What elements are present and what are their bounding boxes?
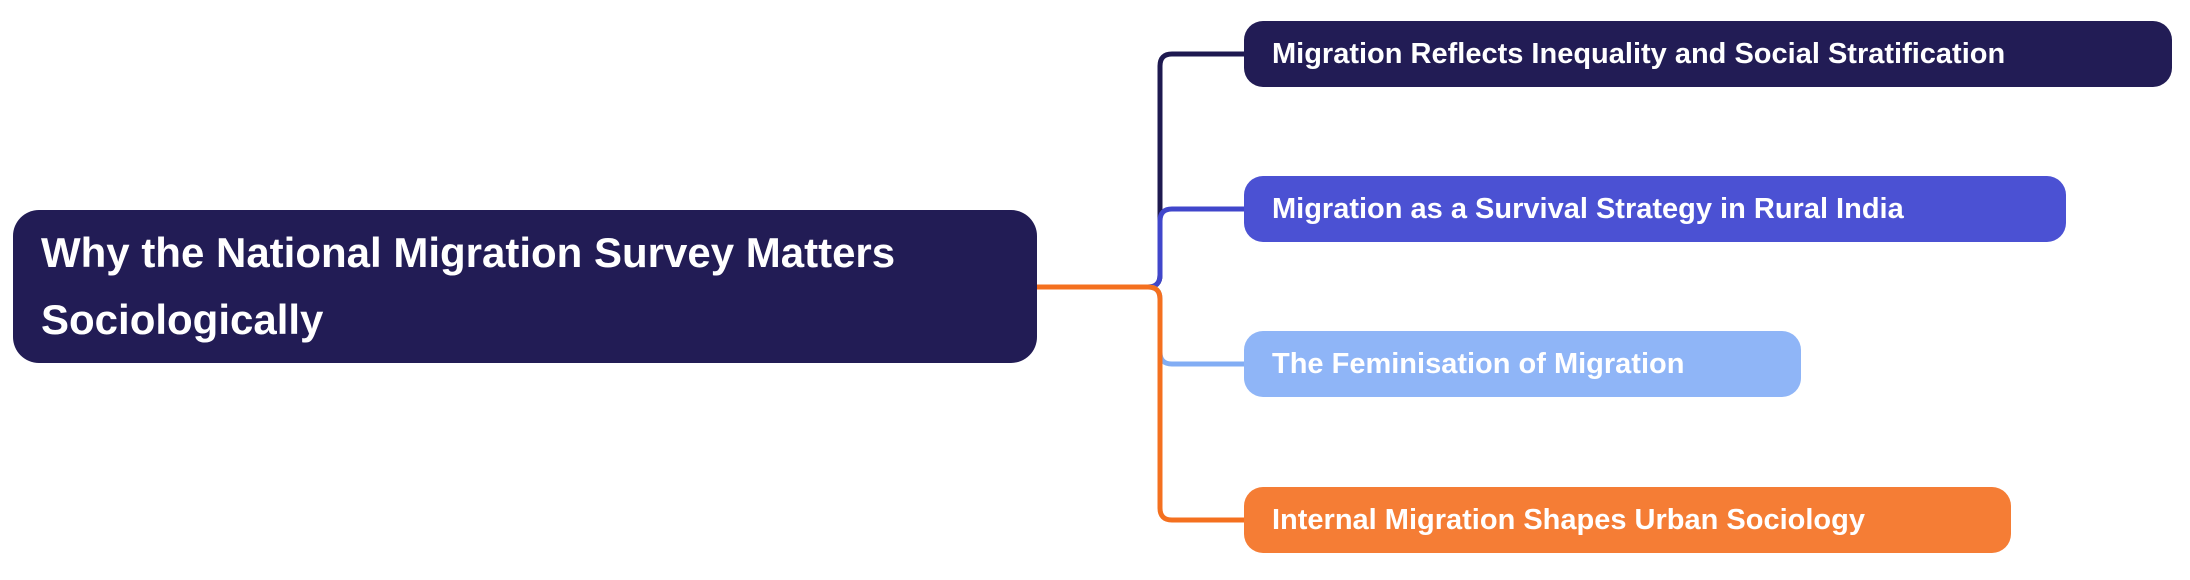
- child-node-label: Migration Reflects Inequality and Social…: [1272, 37, 2006, 70]
- connector-child-3: [1037, 284, 1244, 367]
- connector-child-1: [1037, 51, 1244, 290]
- child-node-feminisation[interactable]: The Feminisation of Migration: [1244, 331, 1801, 397]
- child-node-survival-strategy[interactable]: Migration as a Survival Strategy in Rura…: [1244, 176, 2066, 242]
- child-node-label: Migration as a Survival Strategy in Rura…: [1272, 192, 1904, 225]
- child-node-label: Internal Migration Shapes Urban Sociolog…: [1272, 503, 1865, 536]
- root-node[interactable]: Why the National Migration Survey Matter…: [13, 210, 1037, 363]
- root-node-label: Why the National Migration Survey Matter…: [41, 229, 896, 343]
- child-node-label: The Feminisation of Migration: [1272, 347, 1685, 380]
- child-node-urban-sociology[interactable]: Internal Migration Shapes Urban Sociolog…: [1244, 487, 2011, 553]
- child-node-inequality-stratification[interactable]: Migration Reflects Inequality and Social…: [1244, 21, 2172, 87]
- connector-child-4: [1037, 284, 1244, 523]
- connector-child-2: [1037, 206, 1244, 290]
